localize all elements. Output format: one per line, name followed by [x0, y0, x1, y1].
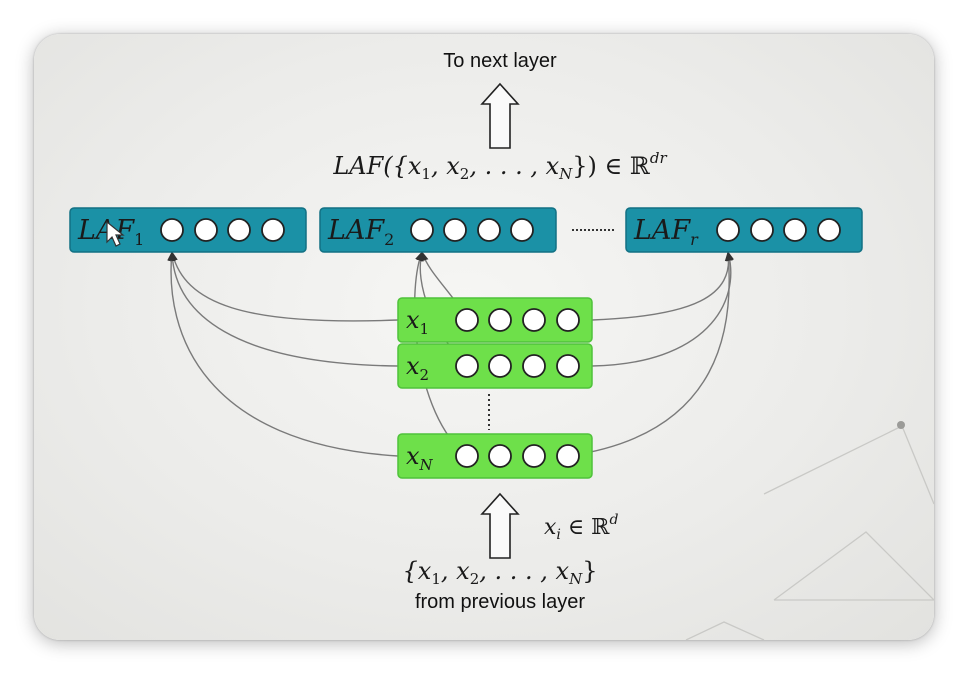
connection-edge: [591, 251, 734, 321]
laf-unit-r-label: LAFr: [633, 215, 699, 249]
laf-unit-r-node: [817, 218, 841, 242]
connection-edge: [567, 251, 733, 457]
input-row-n[interactable]: xN: [397, 433, 593, 479]
input-row-n-node: [522, 444, 546, 468]
laf-unit-r-node: [750, 218, 774, 242]
laf-unit-1-node: [194, 218, 218, 242]
diagram-canvas: To next layer LAF({x1, x2, . . . , xN}) …: [69, 50, 934, 640]
input-row-n-node: [488, 444, 512, 468]
bottom-label: from previous layer: [415, 591, 585, 613]
up-arrow-icon: [480, 82, 520, 149]
input-row-2-label: x2: [406, 352, 429, 384]
laf-unit-1-node: [227, 218, 251, 242]
input-row-n-label: xN: [406, 442, 434, 474]
laf-unit-1-node: [261, 218, 285, 242]
laf-unit-r-node: [716, 218, 740, 242]
connection-edge: [168, 251, 399, 367]
connection-edge: [167, 251, 399, 457]
laf-unit-2-node: [477, 218, 501, 242]
slide-card: To next layer LAF({x1, x2, . . . , xN}) …: [34, 34, 934, 640]
laf-unit-2-node: [510, 218, 534, 242]
laf-unit-1[interactable]: LAF1: [69, 207, 307, 253]
input-row-2-node: [455, 354, 479, 378]
input-row-n-node: [556, 444, 580, 468]
input-row-2-node: [522, 354, 546, 378]
top-label: To next layer: [443, 50, 557, 72]
input-row-1-label: x1: [406, 306, 429, 338]
input-row-1-node: [522, 308, 546, 332]
input-dimension-formula: xi ∈ ℝd: [544, 512, 618, 543]
connection-edge: [591, 251, 735, 367]
laf-unit-1-label: LAF1: [77, 215, 144, 249]
input-row-2-node: [556, 354, 580, 378]
input-row-1[interactable]: x1: [397, 297, 593, 343]
output-formula: LAF({x1, x2, . . . , xN}) ∈ ℝdr: [332, 149, 667, 183]
input-row-2-node: [488, 354, 512, 378]
laf-unit-1-node: [160, 218, 184, 242]
background-decoration: [685, 425, 934, 640]
input-row-1-node: [455, 308, 479, 332]
connection-edge: [170, 251, 399, 322]
laf-unit-2-node: [443, 218, 467, 242]
input-row-1-node: [488, 308, 512, 332]
laf-unit-2-node: [410, 218, 434, 242]
input-row-n-node: [455, 444, 479, 468]
cursor-icon: [106, 220, 125, 247]
laf-unit-2[interactable]: LAF2: [319, 207, 557, 253]
laf-unit-r[interactable]: LAFr: [625, 207, 863, 253]
background-dot: [897, 421, 905, 429]
laf-unit-r-node: [783, 218, 807, 242]
input-set-formula: {x1, x2, . . . , xN}: [403, 557, 598, 588]
laf-unit-2-label: LAF2: [327, 215, 394, 249]
input-row-2[interactable]: x2: [397, 343, 593, 389]
input-row-1-node: [556, 308, 580, 332]
up-arrow-icon: [480, 492, 520, 559]
